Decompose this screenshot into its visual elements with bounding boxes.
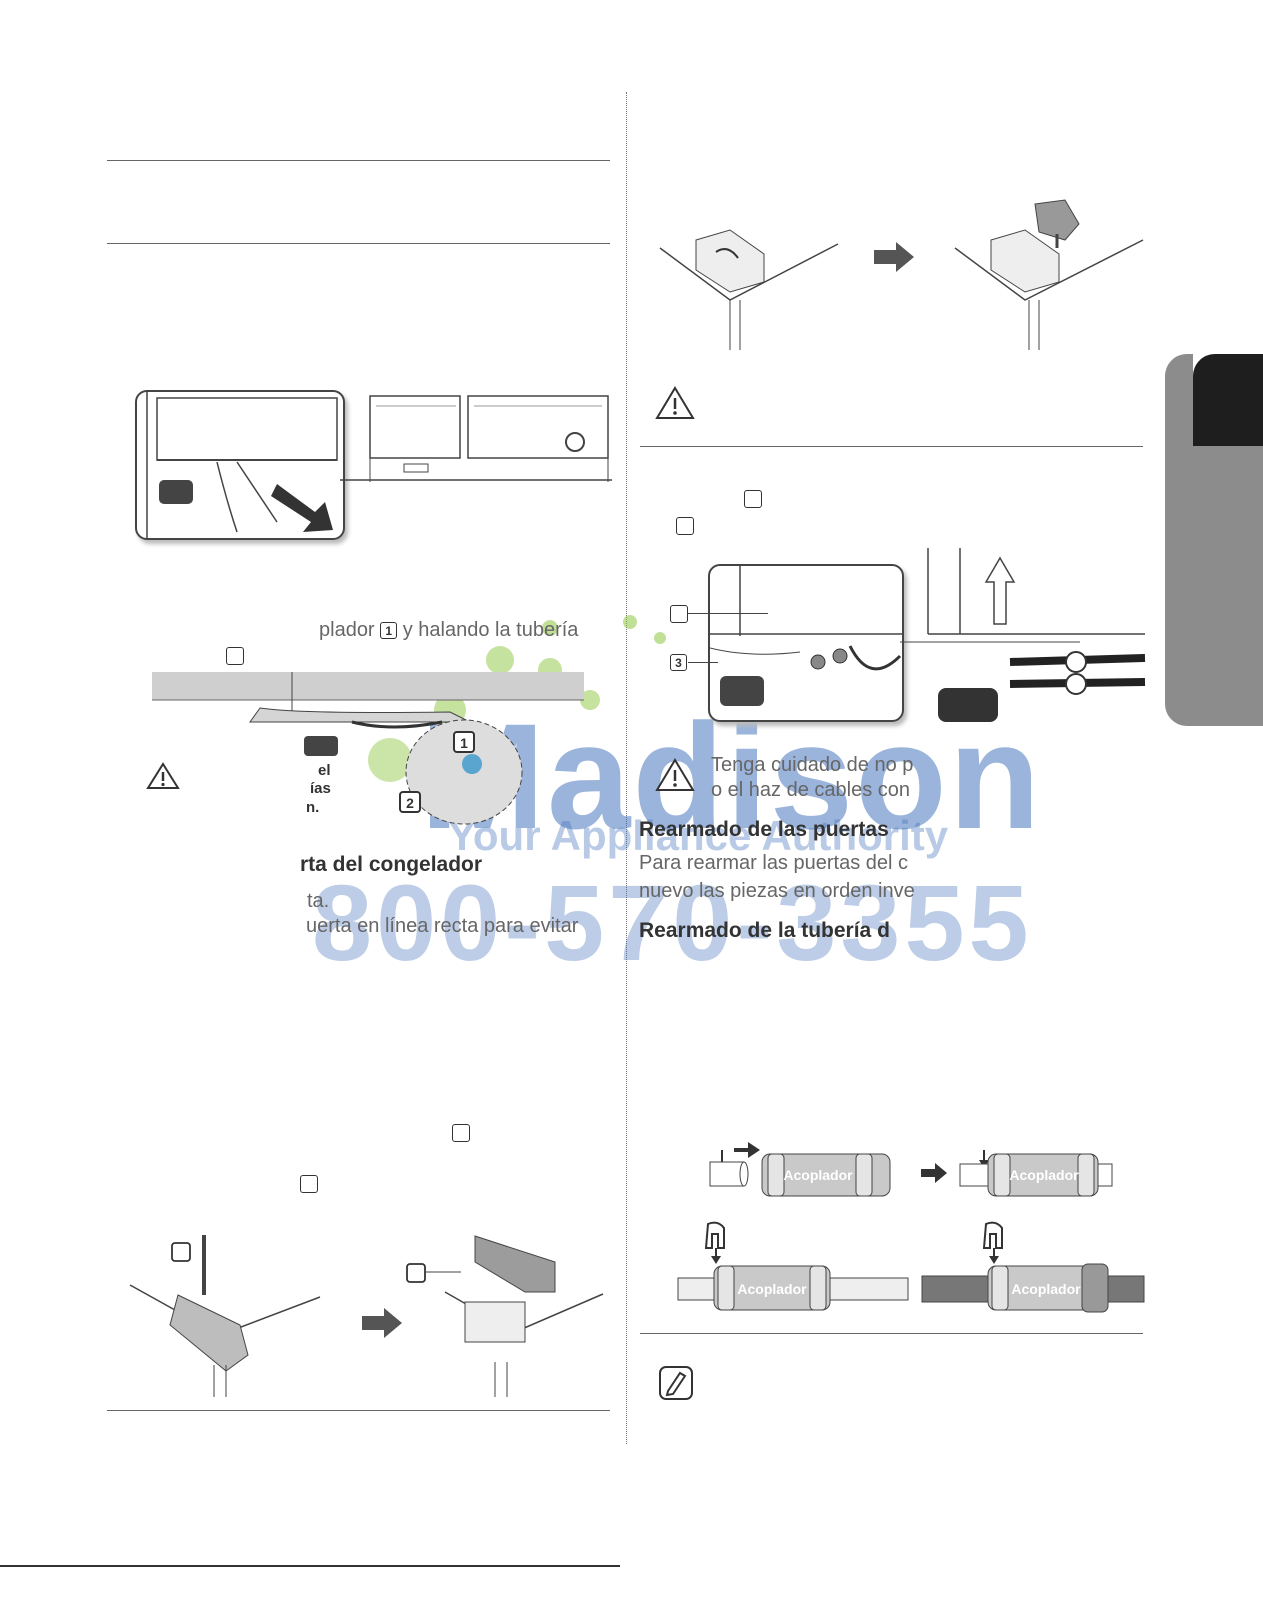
rule-footer <box>0 1565 620 1567</box>
watermark-tagline: Your Appliance Authority <box>448 812 949 859</box>
coupler-label-4: Acoplador <box>1011 1281 1081 1297</box>
coupler-label-3: Acoplador <box>737 1281 807 1297</box>
coupler-illustration-1: Acoplador <box>709 1142 891 1197</box>
callout-box-empty-f <box>670 605 688 623</box>
warning-text-line2: o el haz de cables con <box>711 779 911 801</box>
warning-fragment-1: el <box>318 762 331 779</box>
column-divider <box>626 92 627 1444</box>
callout-box-empty-e <box>676 517 694 535</box>
hinge-illustration-right-b <box>954 199 1144 350</box>
heading-reassemble-doors: Rearmado de las puertas <box>639 818 889 841</box>
warning-fragment-3: n. <box>306 799 320 816</box>
rule-note-right <box>640 1333 1143 1334</box>
warning-icon-left <box>146 762 180 789</box>
warning-icon-right-top <box>655 386 695 419</box>
callout-box-empty-a <box>226 647 244 665</box>
callout-box-1: 1 <box>380 622 398 640</box>
hinge-illustration-left-a <box>129 1235 321 1397</box>
side-tab-dark <box>1193 354 1263 446</box>
heading-reassemble-tube: Rearmado de la tubería d <box>639 919 890 942</box>
text-line-recta: uerta en línea recta para evitar <box>306 915 579 937</box>
side-tab-gray <box>1165 354 1193 726</box>
doors-text-line2: nuevo las piezas en orden inve <box>639 880 915 902</box>
callout-leader-f <box>688 613 768 614</box>
side-tab-gray-lower <box>1193 446 1263 726</box>
note-icon <box>659 1366 693 1400</box>
hinge-illustration-left-b <box>406 1235 604 1397</box>
doors-text-line1: Para rearmar las puertas del c <box>639 852 909 874</box>
callout-leader-3 <box>688 662 718 663</box>
warning-icon-right-mid <box>655 758 695 791</box>
illustration-label-2: 2 <box>406 795 414 811</box>
rule-second-left <box>107 243 610 244</box>
callout-box-empty-d <box>744 490 762 508</box>
warning-fragment-2: ías <box>310 780 331 797</box>
fridge-illustration-right <box>900 548 1146 722</box>
rule-bottom-left <box>107 1410 610 1411</box>
callout-box-3: 3 <box>670 654 687 671</box>
hinge-illustration-right-a <box>659 229 839 350</box>
fridge-illustration-2: 1 2 <box>152 672 584 825</box>
arrow-right-left-bottom <box>362 1308 402 1338</box>
text-line-ta: ta. <box>307 890 330 912</box>
illustration-panel-right <box>708 564 904 722</box>
watermark-phone: 800-570-3355 <box>312 862 1033 983</box>
rule-top-left <box>107 160 610 161</box>
fridge-illustration-1 <box>340 395 612 482</box>
coupler-illustration-2: Acoplador <box>959 1150 1113 1197</box>
heading-freezer-door: rta del congelador <box>300 853 483 876</box>
arrow-right-top <box>874 242 914 272</box>
illustration-panel-left <box>135 390 345 540</box>
illustration-label-1: 1 <box>460 735 468 751</box>
text-line-plador: plador 1 y halando la tubería <box>319 619 579 641</box>
callout-box-empty-c <box>300 1175 318 1193</box>
coupler-label-2: Acoplador <box>1009 1167 1079 1183</box>
arrow-right-coupler <box>921 1163 947 1183</box>
warning-text-line1: Tenga cuidado de no p <box>711 754 914 776</box>
rule-warning-right <box>640 446 1143 447</box>
callout-box-empty-b <box>452 1124 470 1142</box>
coupler-illustration-4: Acoplador <box>921 1221 1145 1313</box>
coupler-label-1: Acoplador <box>783 1167 853 1183</box>
coupler-illustration-3: Acoplador <box>677 1221 909 1311</box>
